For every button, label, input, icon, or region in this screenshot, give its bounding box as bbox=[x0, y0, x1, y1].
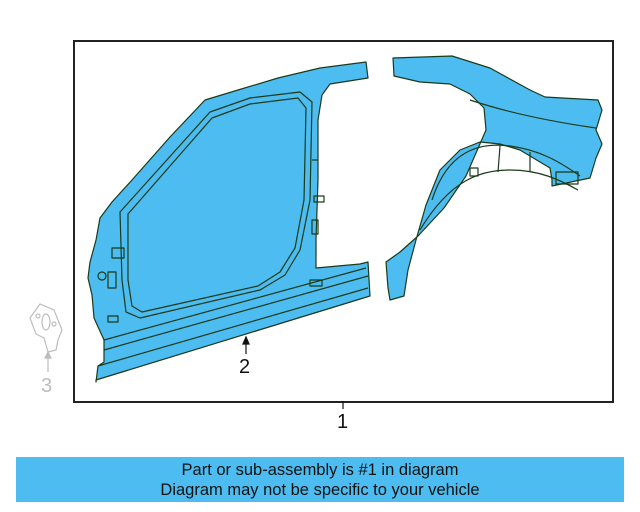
callout-2-arrow bbox=[242, 335, 250, 354]
front-side-panel[interactable] bbox=[87, 61, 371, 383]
notice-banner: Part or sub-assembly is #1 in diagram Di… bbox=[16, 457, 624, 502]
banner-line-2: Diagram may not be specific to your vehi… bbox=[160, 481, 480, 499]
callout-label-1[interactable]: 1 bbox=[337, 411, 349, 433]
callout-label-2[interactable]: 2 bbox=[239, 356, 251, 378]
banner-line-1: Part or sub-assembly is #1 in diagram bbox=[181, 461, 459, 479]
bracket-part-3[interactable] bbox=[29, 303, 63, 372]
rear-quarter-panel[interactable] bbox=[385, 55, 603, 301]
callout-label-3[interactable]: 3 bbox=[41, 375, 53, 397]
